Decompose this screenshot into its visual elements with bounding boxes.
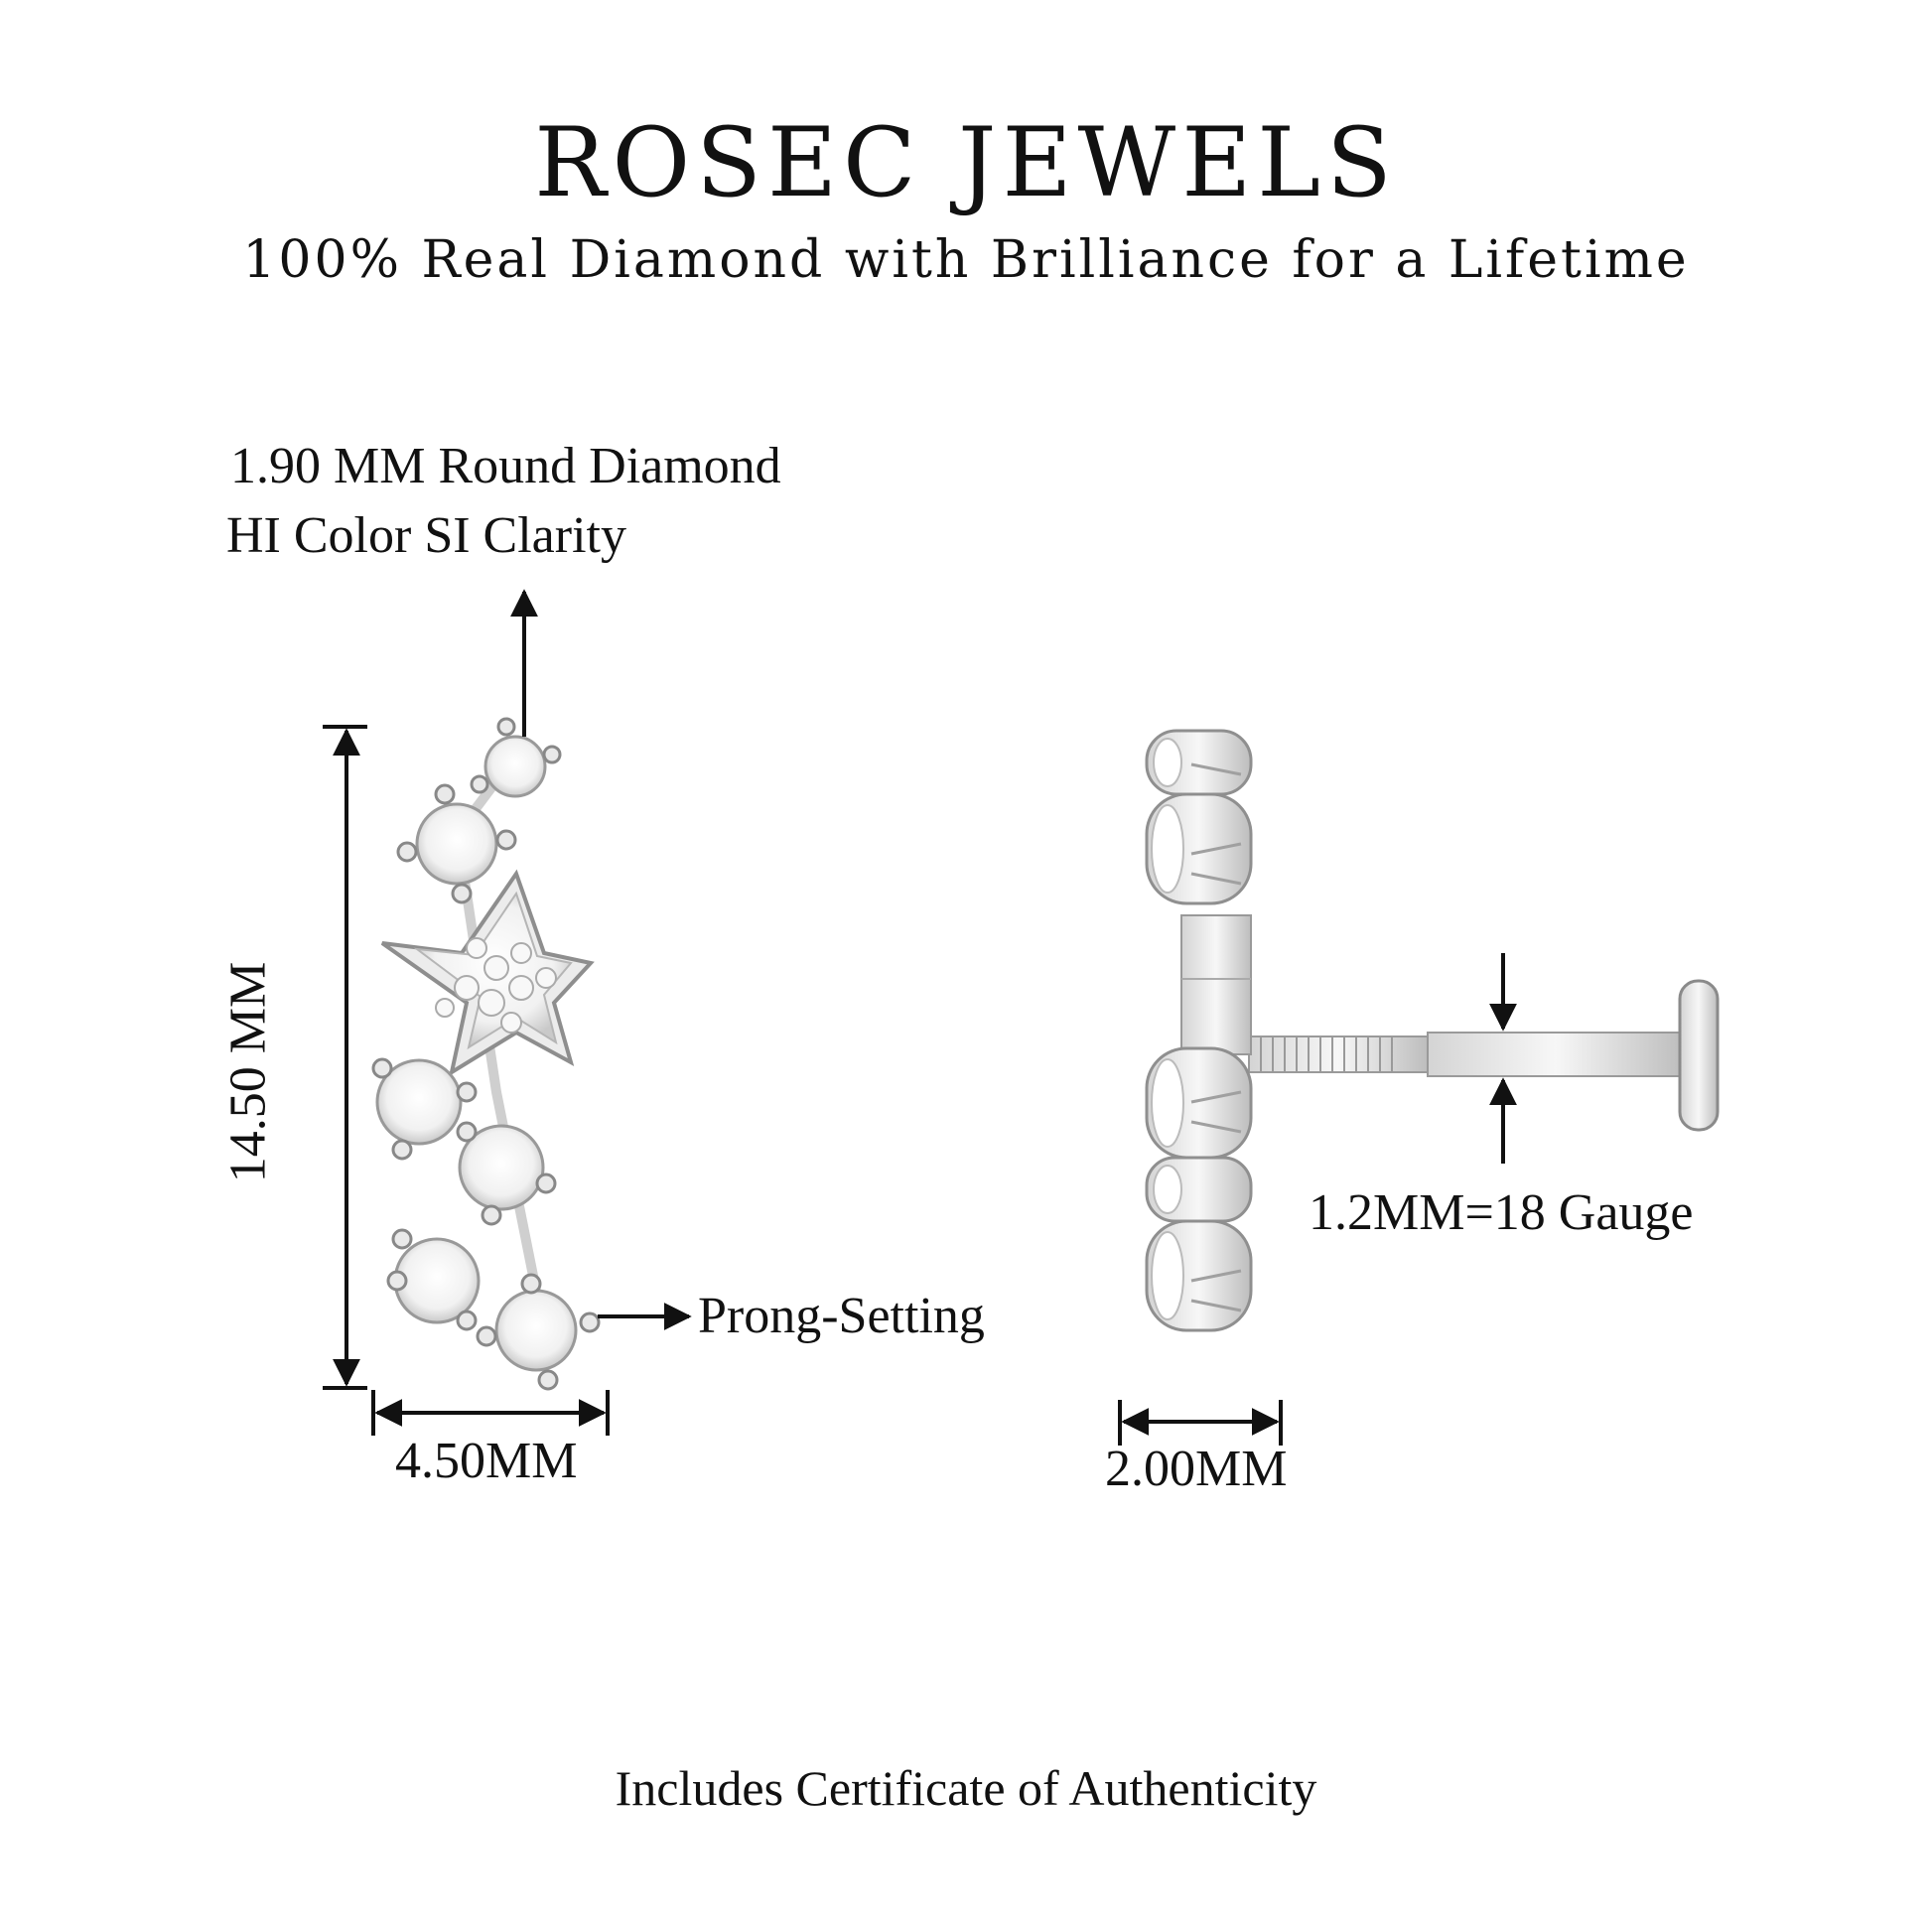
earring-side-view [1145,729,1720,1332]
height-dimension [323,725,367,1390]
brand-title: ROSEC JEWELS [534,107,1398,218]
width-dimension [371,1390,610,1436]
depth-dimension [1118,1400,1283,1446]
diamond-size-label: 1.90 MM Round Diamond [230,438,781,494]
round-diamond [386,1228,481,1331]
gauge-label: 1.2MM=18 Gauge [1309,1184,1694,1241]
round-diamond [456,1121,557,1226]
depth-label: 2.00MM [1105,1441,1288,1497]
round-diamond [396,783,517,904]
tagline: 100% Real Diamond with Brilliance for a … [242,230,1690,290]
height-label: 14.50 MM [219,961,277,1183]
earring-front-view [371,717,601,1391]
round-diamond [476,1273,601,1391]
setting-label: Prong-Setting [698,1288,985,1344]
width-label: 4.50MM [395,1433,578,1489]
certificate-note: Includes Certificate of Authenticity [615,1760,1317,1816]
diamond-quality-label: HI Color SI Clarity [226,507,626,564]
round-diamond [470,717,562,798]
round-diamond [371,1057,478,1161]
